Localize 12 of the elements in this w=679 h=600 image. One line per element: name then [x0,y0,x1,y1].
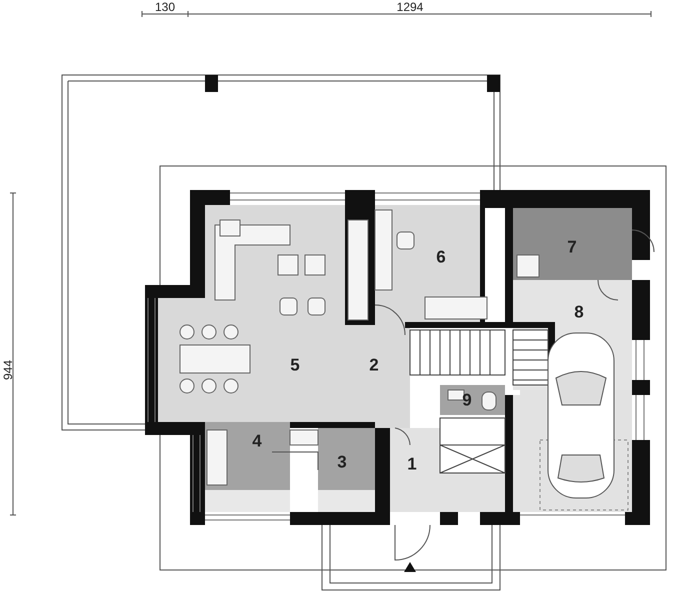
room-number: 3 [337,454,347,470]
room-number: 6 [436,248,446,266]
room-number: 4 [252,432,262,450]
room-number: 5 [290,356,300,374]
room-number: 9 [462,392,472,408]
room-number: 2 [369,356,379,374]
room-number: 8 [574,304,584,320]
room-number: 1 [407,456,417,472]
dimension-label: 944 [2,360,14,380]
room-number: 7 [567,238,577,256]
dimension-label: 130 [154,1,176,13]
dimension-label: 1294 [396,1,424,13]
